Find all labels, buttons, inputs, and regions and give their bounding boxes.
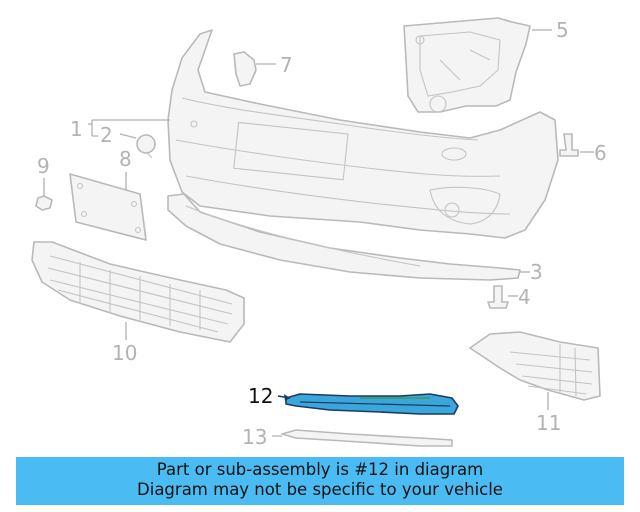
sensor-part — [119, 133, 156, 159]
callout-6: 6 — [594, 141, 607, 165]
banner-line-2: Diagram may not be specific to your vehi… — [137, 480, 503, 499]
callout-10: 10 — [112, 341, 137, 365]
callout-2: 2 — [100, 123, 113, 147]
highlighted-trim-part-12 — [277, 393, 459, 415]
callout-9: 9 — [37, 154, 50, 178]
bracket-clip-part — [233, 51, 276, 87]
mounting-bracket-part — [403, 17, 531, 113]
bolt-part-6 — [559, 133, 594, 157]
banner-line-1: Part or sub-assembly is #12 in diagram — [156, 460, 484, 479]
callout-1: 1 — [70, 117, 83, 141]
lower-grille-part — [31, 241, 245, 343]
retainer-clip-part — [35, 178, 53, 211]
lower-trim-part — [167, 193, 530, 281]
callout-5: 5 — [556, 18, 569, 42]
bumper-cover-part — [167, 29, 559, 239]
callout-13: 13 — [242, 425, 267, 449]
screw-part-4 — [487, 285, 518, 309]
callout-3: 3 — [530, 260, 543, 284]
side-grille-part — [469, 331, 601, 410]
callout-4: 4 — [518, 285, 531, 309]
callout-8: 8 — [119, 147, 132, 171]
info-banner: Part or sub-assembly is #12 in diagram D… — [16, 457, 624, 505]
callout-7: 7 — [280, 53, 293, 77]
callout-11: 11 — [536, 411, 561, 435]
trim-strip-part-13 — [272, 429, 453, 447]
callout-12: 12 — [248, 384, 273, 408]
license-bracket-part — [69, 172, 147, 241]
